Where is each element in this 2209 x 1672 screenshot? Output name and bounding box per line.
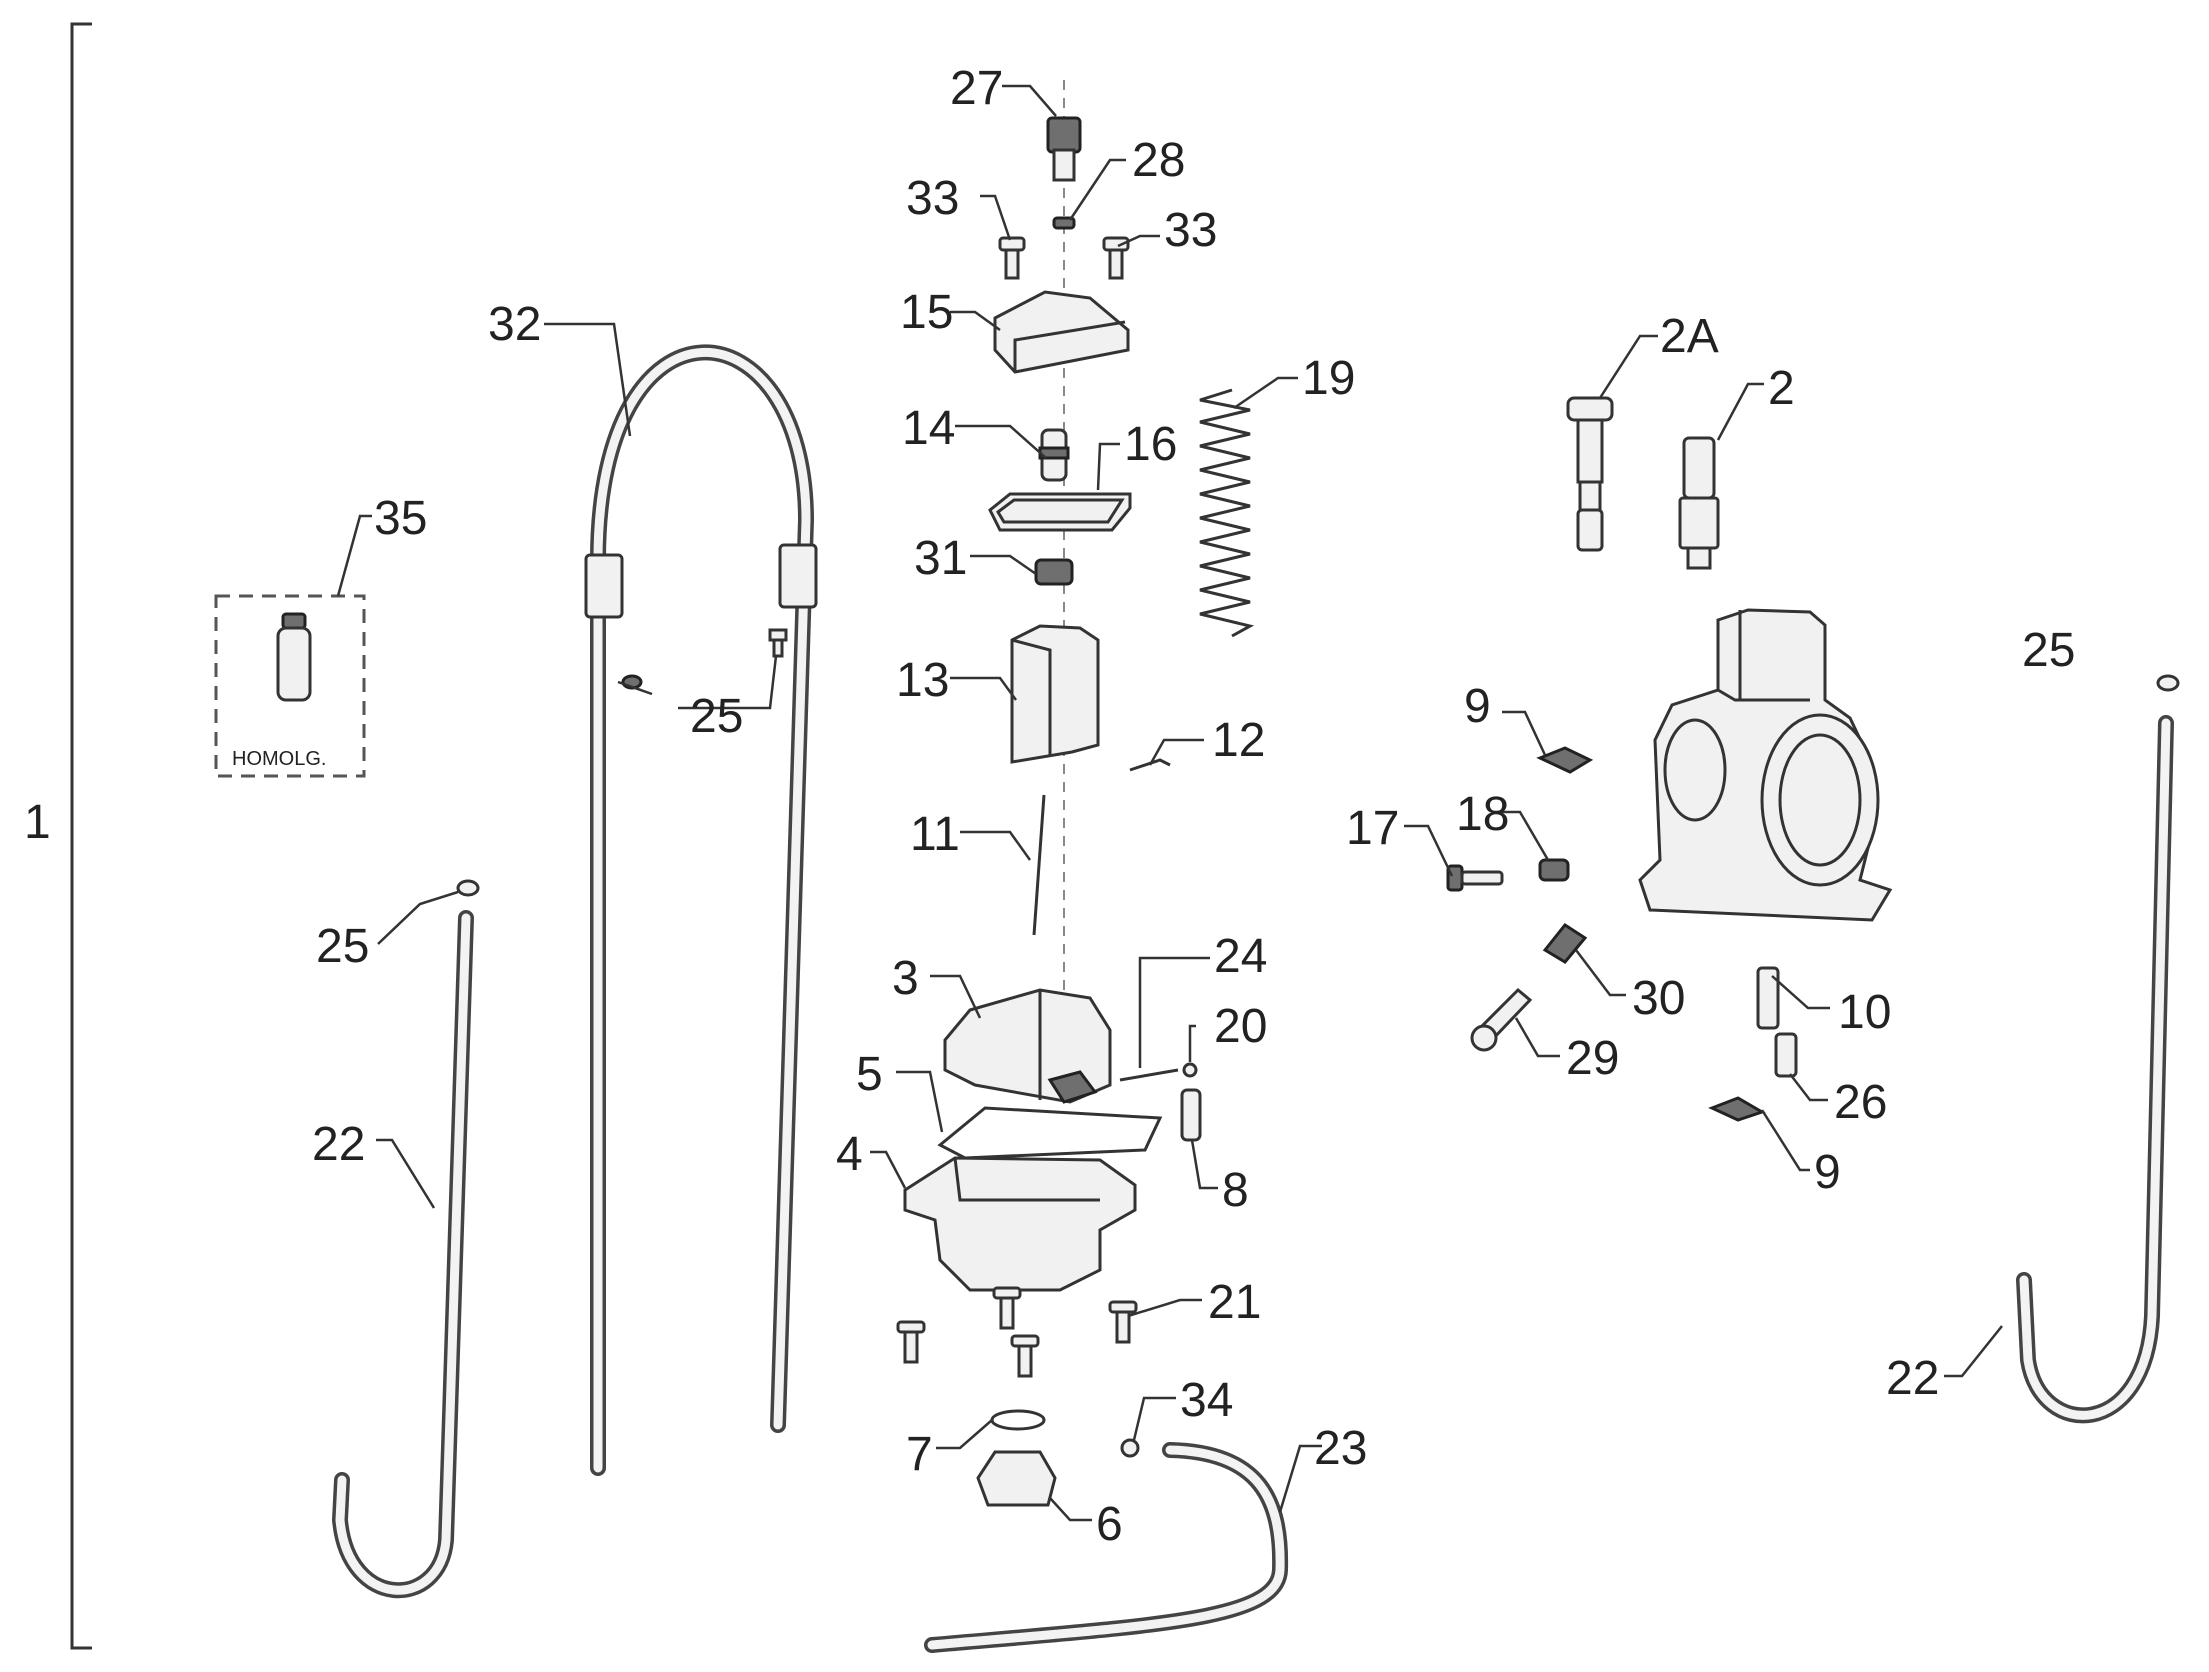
callout-35: 35 [374, 492, 427, 545]
callout-25: 25 [690, 690, 743, 743]
callout-24: 24 [1214, 930, 1267, 983]
part-34-washer [1120, 1438, 1140, 1458]
callout-25: 25 [2022, 624, 2075, 677]
callout-18: 18 [1456, 788, 1509, 841]
assembly-label: 1 [24, 796, 51, 849]
callout-8: 8 [1222, 1164, 1249, 1217]
part-12-clip [1129, 758, 1171, 772]
callout-4: 4 [836, 1128, 863, 1181]
hose-22-left [331, 910, 474, 1599]
callout-27: 27 [950, 62, 1003, 115]
callout-34: 34 [1180, 1374, 1233, 1427]
leader-lines [336, 84, 2003, 1522]
hose-22-right [2016, 715, 2174, 1424]
callout-7: 7 [906, 1428, 933, 1481]
part-2-hot-start [1678, 436, 1720, 570]
part-30-spring [1542, 923, 1588, 964]
part-25-cap-b [768, 628, 788, 658]
callout-12: 12 [1212, 714, 1265, 767]
homolog-label: HOMOLG. [232, 748, 326, 770]
callout-14: 14 [902, 402, 955, 455]
part-15-top-cap [993, 290, 1130, 374]
part-1-carburetor-body [1638, 608, 1893, 922]
callout-31: 31 [914, 532, 967, 585]
part-2a-hot-start [1566, 396, 1614, 552]
callout-26: 26 [1834, 1076, 1887, 1129]
callout-3: 3 [892, 952, 919, 1005]
callout-9: 9 [1464, 680, 1491, 733]
part-20-jet [1182, 1062, 1198, 1078]
part-4-float-bowl [903, 1156, 1137, 1292]
part-10-jet [1756, 966, 1780, 1030]
part-35-homolog-box: HOMOLG. [214, 594, 366, 778]
part-9-top [1536, 746, 1594, 774]
part-33-screw-right [1102, 236, 1130, 280]
part-7-oring [990, 1409, 1046, 1431]
callout-11: 11 [910, 808, 960, 861]
callout-20: 20 [1214, 1000, 1267, 1053]
callout-33: 33 [906, 172, 959, 225]
part-5-gasket [937, 1106, 1163, 1160]
part-28-ring [1052, 216, 1076, 230]
part-27-adjuster [1046, 116, 1082, 182]
callout-13: 13 [896, 654, 949, 707]
callout-29: 29 [1566, 1032, 1619, 1085]
part-18-spring [1538, 858, 1570, 882]
callout-22: 22 [1886, 1352, 1939, 1405]
part-8-jet [1180, 1088, 1202, 1142]
part-11-needle [1032, 794, 1046, 936]
callout-10: 10 [1838, 986, 1891, 1039]
part-21-screws [896, 1286, 1138, 1378]
callout-16: 16 [1124, 418, 1177, 471]
part-13-throttle-slide [1010, 624, 1100, 764]
callouts: 27 28 33 33 15 32 19 2A 2 14 16 35 31 25… [312, 62, 2075, 1551]
part-3-float-bowl-top [943, 988, 1112, 1104]
callout-23: 23 [1314, 1422, 1367, 1475]
callout-28: 28 [1132, 134, 1185, 187]
hose-32 [584, 344, 818, 1476]
callout-21: 21 [1208, 1276, 1261, 1329]
callout-32: 32 [488, 298, 541, 351]
callout-25: 25 [316, 920, 369, 973]
part-31-nut [1034, 558, 1074, 586]
part-33-screw-left [998, 236, 1026, 280]
callout-6: 6 [1096, 1498, 1123, 1551]
part-29-shaft [1470, 987, 1533, 1052]
callout-17: 17 [1346, 802, 1399, 855]
part-26-jet [1774, 1032, 1798, 1078]
hose-23 [924, 1442, 1289, 1653]
part-24-pin [1119, 1068, 1179, 1082]
part-16-gasket [988, 492, 1132, 532]
part-25-cap-c [456, 879, 480, 897]
callout-2: 2 [1768, 362, 1795, 415]
assembly-bracket: 1 [24, 22, 92, 1650]
callout-30: 30 [1632, 972, 1685, 1025]
callout-19: 19 [1302, 352, 1355, 405]
callout-22: 22 [312, 1118, 365, 1171]
part-25-cap-d [2156, 674, 2180, 692]
part-19-spring [1199, 388, 1255, 638]
part-6-plug [976, 1450, 1057, 1507]
callout-5: 5 [856, 1048, 883, 1101]
callout-33: 33 [1164, 204, 1217, 257]
callout-15: 15 [900, 286, 953, 339]
part-9-bottom [1708, 1096, 1766, 1122]
part-17-screw [1446, 864, 1504, 892]
callout-9: 9 [1814, 1146, 1841, 1199]
callout-2a: 2A [1660, 310, 1719, 363]
